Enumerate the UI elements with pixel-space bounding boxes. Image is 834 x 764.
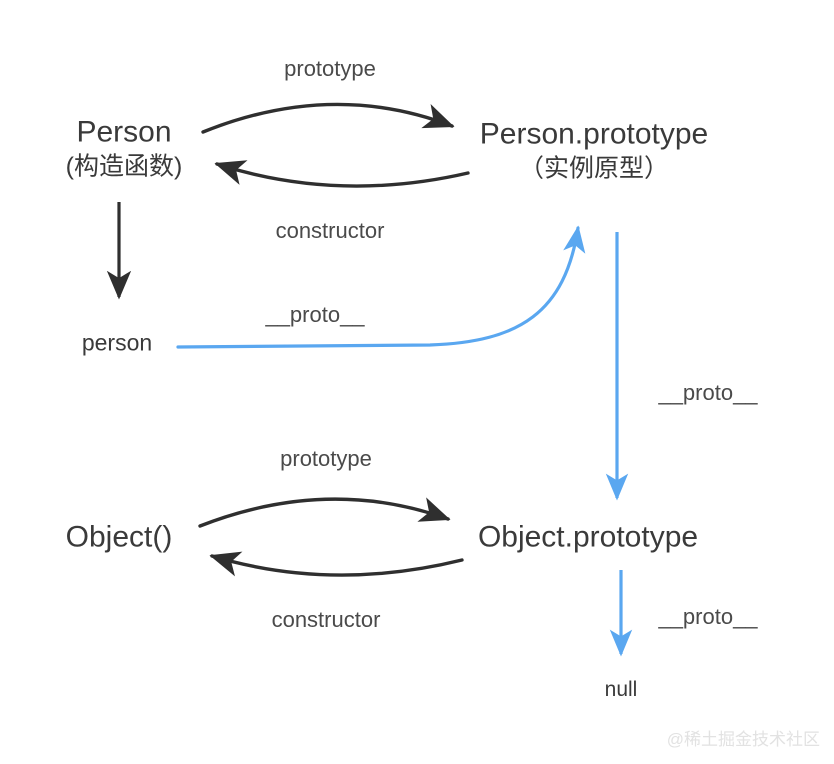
- node-object-prototype-label: Object.prototype: [477, 520, 699, 554]
- node-null-label: null: [604, 677, 638, 701]
- node-person-sublabel: (构造函数): [65, 152, 183, 181]
- edge-label-proto-person-prototype: __proto__: [658, 380, 758, 405]
- edge-label-constructor-top: constructor: [275, 218, 385, 243]
- node-person-prototype-sublabel: （实例原型）: [518, 154, 670, 183]
- edge-label-proto-person-instance: __proto__: [265, 302, 365, 327]
- edge-personprototype-to-person: [214, 160, 470, 188]
- node-person-instance[interactable]: person: [82, 329, 152, 358]
- edge-object-to-objectprototype: [198, 497, 451, 528]
- edge-label-constructor-bottom: constructor: [271, 607, 381, 632]
- node-person-instance-label: person: [81, 329, 153, 356]
- node-person-prototype[interactable]: Person.prototype （实例原型）: [480, 116, 708, 185]
- node-object[interactable]: Object(): [66, 518, 173, 556]
- node-object-label: Object(): [65, 520, 173, 554]
- node-person-label: Person: [76, 115, 172, 149]
- edge-person-to-personprototype: [201, 102, 455, 134]
- node-null[interactable]: null: [605, 677, 638, 703]
- node-person[interactable]: Person (构造函数): [66, 114, 183, 183]
- node-object-prototype[interactable]: Object.prototype: [478, 518, 698, 556]
- edge-instance-proto-to-personprototype: [176, 225, 586, 349]
- edge-objectprototype-to-object: [209, 551, 464, 577]
- node-person-prototype-label: Person.prototype: [479, 117, 709, 151]
- edge-label-prototype-bottom: prototype: [280, 446, 372, 471]
- edge-label-proto-object-prototype: __proto__: [658, 604, 758, 629]
- watermark: @稀土掘金技术社区: [666, 730, 820, 749]
- edge-label-prototype-top: prototype: [284, 56, 376, 81]
